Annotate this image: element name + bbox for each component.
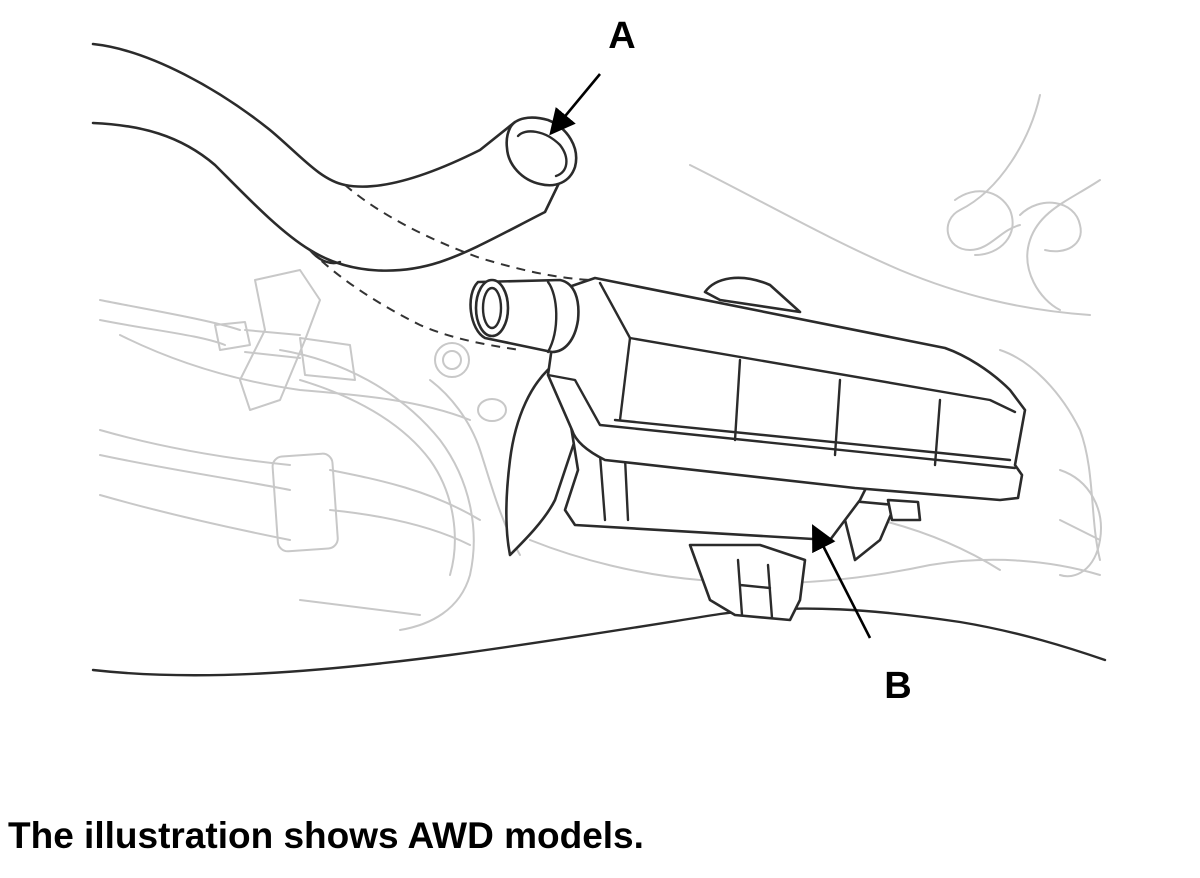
callout-b: B xyxy=(812,524,912,707)
callout-a: A xyxy=(549,15,636,136)
figure-caption: The illustration shows AWD models. xyxy=(8,815,644,856)
body-outline xyxy=(91,607,1107,677)
background-engine-bay xyxy=(99,94,1102,631)
mounting-bracket xyxy=(504,358,922,622)
callout-b-label: B xyxy=(884,665,911,707)
callout-a-leader xyxy=(549,73,602,136)
reservoir xyxy=(469,276,1027,542)
callout-a-label: A xyxy=(608,15,635,57)
callout-b-leader xyxy=(812,524,872,639)
